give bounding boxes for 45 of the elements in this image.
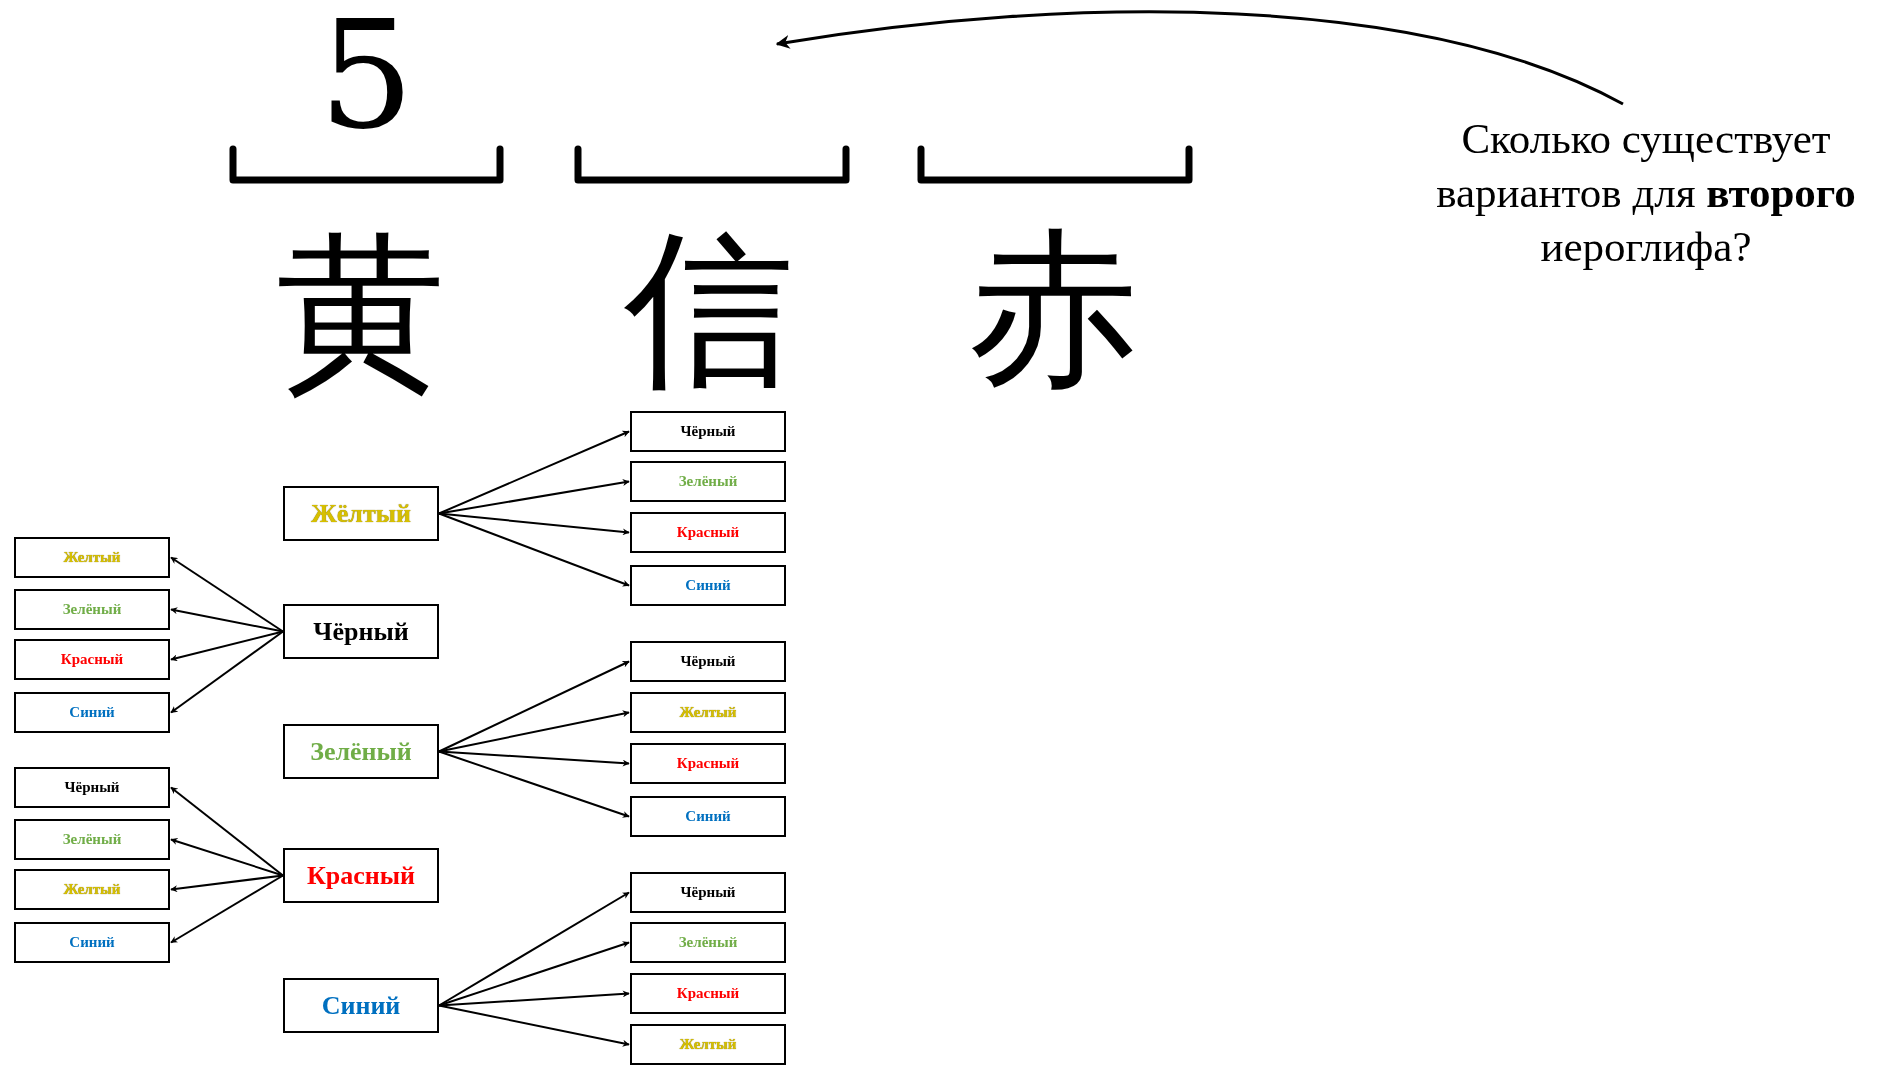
arrow <box>438 891 630 1007</box>
color-box: Желтый <box>630 692 786 733</box>
color-box: Красный <box>630 743 786 784</box>
kanji: 信 <box>624 224 794 394</box>
arrow <box>170 838 284 877</box>
arrow <box>170 630 284 714</box>
color-box: Красный <box>283 848 439 903</box>
color-box: Красный <box>630 512 786 553</box>
arrow <box>775 10 1624 106</box>
color-box: Красный <box>14 639 170 680</box>
question-text: Сколько существует вариантов для второго иероглифа? <box>1435 114 1857 272</box>
color-box: Чёрный <box>630 641 786 682</box>
arrow <box>438 660 630 753</box>
color-box: Желтый <box>14 537 170 578</box>
color-box: Жёлтый <box>283 486 439 541</box>
color-box: Желтый <box>14 869 170 910</box>
arrow <box>438 750 630 818</box>
arrow <box>170 786 284 877</box>
color-box: Чёрный <box>14 767 170 808</box>
arrow <box>438 430 630 515</box>
color-box: Красный <box>630 973 786 1014</box>
color-box: Синий <box>283 978 439 1033</box>
arrow <box>170 630 284 662</box>
color-box: Желтый <box>630 1024 786 1065</box>
arrow <box>438 512 630 587</box>
arrow <box>170 607 284 633</box>
color-box: Синий <box>630 796 786 837</box>
arrow <box>170 874 284 893</box>
color-box: Синий <box>630 565 786 606</box>
color-box: Зелёный <box>14 819 170 860</box>
kanji: 黄 <box>276 228 446 398</box>
color-box: Чёрный <box>283 604 439 659</box>
kanji: 赤 <box>968 224 1138 394</box>
arrow <box>170 874 284 944</box>
color-box: Синий <box>14 922 170 963</box>
answer-number: 5 <box>317 5 416 145</box>
color-box: Чёрный <box>630 872 786 913</box>
arrow <box>438 1004 630 1047</box>
color-box: Зелёный <box>14 589 170 630</box>
color-box: Синий <box>14 692 170 733</box>
color-box: Зелёный <box>283 724 439 779</box>
color-box: Зелёный <box>630 922 786 963</box>
arrow <box>170 556 284 633</box>
color-box: Чёрный <box>630 411 786 452</box>
color-box: Зелёный <box>630 461 786 502</box>
